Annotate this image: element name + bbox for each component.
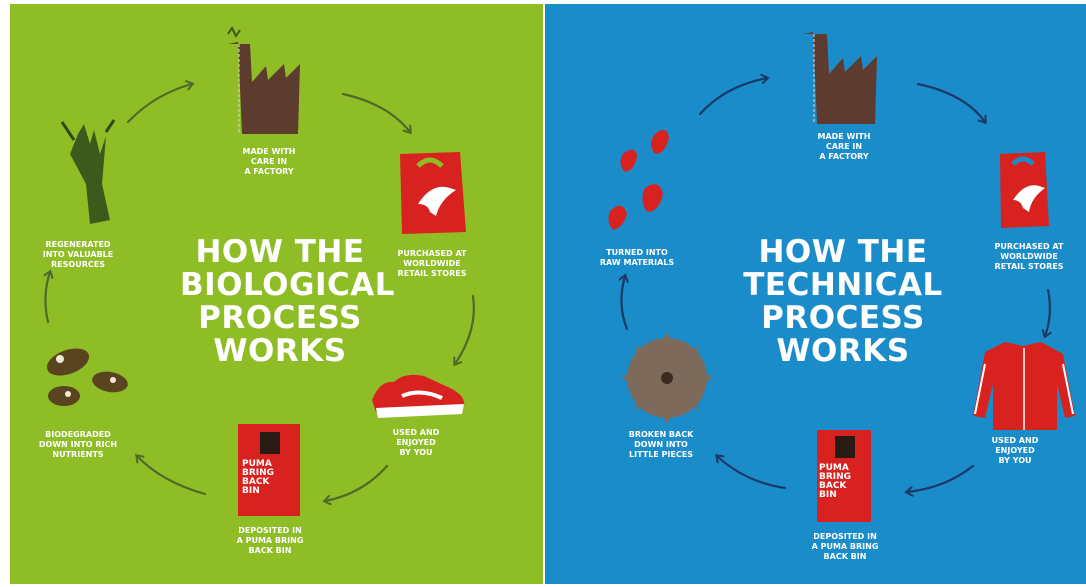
label-line: MADE WITH <box>817 132 871 141</box>
bin-label-line: PUMA <box>819 463 849 473</box>
label-line: WORLDWIDE <box>403 259 461 268</box>
title-line: WORKS <box>213 333 347 369</box>
label-purchased: PURCHASED AT WORLDWIDE RETAIL STORES <box>382 249 482 279</box>
label-line: BY YOU <box>399 448 433 457</box>
label-line: MADE WITH <box>242 147 296 156</box>
arrow-jacket-to-bin <box>907 464 975 492</box>
arrow-bag-to-shoe <box>455 294 475 364</box>
label-used: USED AND ENJOYED BY YOU <box>975 436 1055 466</box>
biological-title: HOW THE BIOLOGICAL PROCESS WORKS <box>180 234 395 369</box>
label-line: REGENERATED <box>45 240 111 249</box>
sneaker-icon <box>372 374 465 418</box>
arrow-sprout-to-factory <box>126 84 192 124</box>
bin-label-line: BIN <box>819 490 837 500</box>
factory-icon <box>803 32 877 124</box>
label-line: CARE IN <box>250 157 288 166</box>
bin-label-line: BACK <box>242 477 270 487</box>
raw-material-drops-icon <box>608 129 669 230</box>
arrow-factory-to-bag <box>341 92 410 132</box>
technical-title: HOW THE TECHNICAL PROCESS WORKS <box>743 236 943 368</box>
shopping-bag-icon <box>400 152 466 234</box>
title-line: PROCESS <box>761 300 925 336</box>
bin-label: PUMA BRING BACK BIN <box>819 464 851 500</box>
label-line: LITTLE PIECES <box>629 450 693 459</box>
label-line: ENJOYED <box>995 446 1035 455</box>
title-line: HOW THE <box>195 234 365 270</box>
bin-label-line: PUMA <box>242 459 272 469</box>
bring-back-bin-icon <box>238 424 300 516</box>
factory-icon <box>227 26 300 134</box>
label-line: PURCHASED AT <box>994 242 1064 251</box>
arrow-bag-to-jacket <box>1045 288 1050 336</box>
soil-clumps-icon <box>46 348 128 406</box>
label-line: RETAIL STORES <box>994 262 1064 271</box>
label-line: CARE IN <box>825 142 863 151</box>
label-made-in-factory: MADE WITH CARE IN A FACTORY <box>224 147 314 177</box>
label-line: USED AND <box>991 436 1039 445</box>
title-line: BIOLOGICAL <box>180 267 395 303</box>
label-line: WORLDWIDE <box>1000 252 1058 261</box>
bin-label: PUMA BRING BACK BIN <box>242 460 274 496</box>
label-line: BROKEN BACK <box>628 430 694 439</box>
bring-back-bin-icon <box>817 430 871 522</box>
arrow-saw-to-drops <box>621 276 627 331</box>
arrow-factory-to-bag <box>916 82 985 122</box>
label-line: ENJOYED <box>396 438 436 447</box>
bin-label-line: BIN <box>242 486 260 496</box>
label-line: A FACTORY <box>244 167 294 176</box>
label-regenerated: REGENERATED INTO VALUABLE RESOURCES <box>28 240 128 270</box>
cycle-arrows <box>45 84 475 501</box>
label-broken-back: BROKEN BACK DOWN INTO LITTLE PIECES <box>611 430 711 460</box>
arrow-drops-to-factory <box>698 78 767 116</box>
label-line: DEPOSITED IN <box>238 526 302 535</box>
label-line: BACK BIN <box>823 552 867 561</box>
sprout-icon <box>60 119 116 224</box>
jacket-icon <box>973 342 1075 430</box>
label-line: USED AND <box>392 428 440 437</box>
label-made-in-factory: MADE WITH CARE IN A FACTORY <box>799 132 889 162</box>
label-line: RAW MATERIALS <box>599 258 675 267</box>
label-line: BIODEGRADED <box>45 430 111 439</box>
technical-cycle-art <box>608 32 1075 522</box>
label-deposited: DEPOSITED IN A PUMA BRING BACK BIN <box>220 526 320 556</box>
label-line: INTO VALUABLE <box>42 250 114 259</box>
title-line: TECHNICAL <box>743 267 943 303</box>
bin-label-line: BACK <box>819 481 847 491</box>
label-line: A FACTORY <box>819 152 869 161</box>
label-line: RETAIL STORES <box>397 269 467 278</box>
title-line: WORKS <box>776 333 910 369</box>
cycle-arrows <box>621 78 1049 492</box>
title-line: PROCESS <box>198 300 362 336</box>
label-line: DOWN INTO RICH <box>38 440 118 449</box>
arrow-soil-to-sprout <box>45 272 50 324</box>
biological-process-panel: HOW THE BIOLOGICAL PROCESS WORKS MADE WI… <box>10 4 543 584</box>
label-line: TURNED INTO <box>606 248 668 257</box>
label-turned-into: TURNED INTO RAW MATERIALS <box>587 248 687 268</box>
label-line: BY YOU <box>998 456 1032 465</box>
biological-cycle-art <box>10 26 475 516</box>
bin-label-line: BRING <box>819 472 852 482</box>
label-line: BACK BIN <box>248 546 292 555</box>
label-line: DOWN INTO <box>634 440 688 449</box>
shopping-bag-icon <box>1000 152 1049 228</box>
label-line: A PUMA BRING <box>236 536 304 545</box>
label-purchased: PURCHASED AT WORLDWIDE RETAIL STORES <box>979 242 1079 272</box>
label-line: NUTRIENTS <box>52 450 104 459</box>
label-used: USED AND ENJOYED BY YOU <box>376 428 456 458</box>
label-line: DEPOSITED IN <box>813 532 877 541</box>
technical-process-panel: HOW THE TECHNICAL PROCESS WORKS MADE WIT… <box>545 4 1086 584</box>
bin-label-line: BRING <box>242 468 275 478</box>
label-line: RESOURCES <box>51 260 105 269</box>
saw-blade-icon <box>621 332 713 424</box>
title-line: HOW THE <box>758 234 928 270</box>
arrow-shoe-to-bin <box>325 464 389 501</box>
label-line: A PUMA BRING <box>811 542 879 551</box>
arrow-bin-to-saw <box>717 456 787 490</box>
label-line: PURCHASED AT <box>397 249 467 258</box>
arrow-bin-to-soil <box>137 456 207 496</box>
label-biodegraded: BIODEGRADED DOWN INTO RICH NUTRIENTS <box>28 430 128 460</box>
label-deposited: DEPOSITED IN A PUMA BRING BACK BIN <box>795 532 895 562</box>
